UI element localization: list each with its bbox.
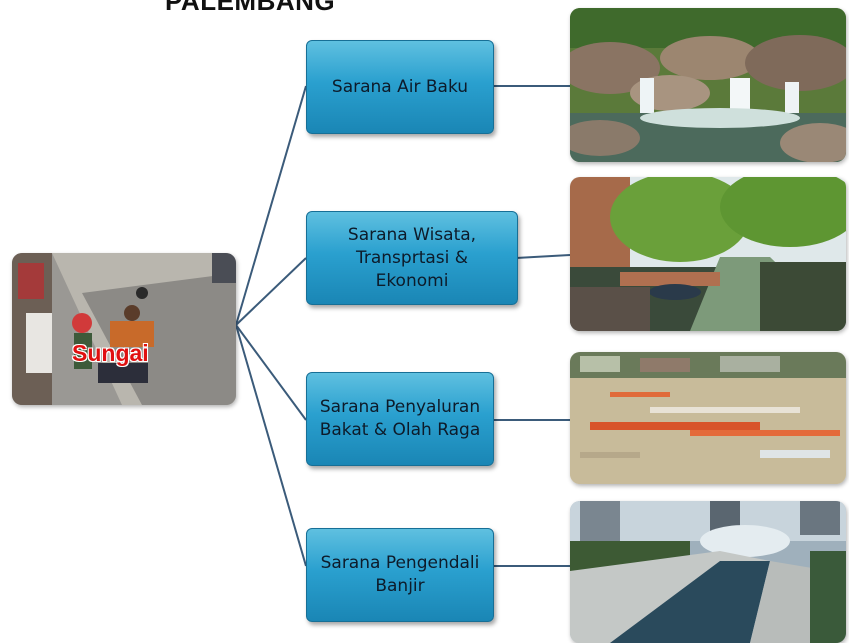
diagram-title: PALEMBANG — [165, 0, 336, 16]
branch-box-olah-raga: Sarana Penyaluran Bakat & Olah Raga — [306, 372, 494, 466]
connector-1 — [235, 85, 307, 326]
branch-label: Sarana Pengendali Banjir — [320, 553, 480, 596]
connector-3 — [235, 324, 307, 421]
branch-label: Sarana Penyaluran Bakat & Olah Raga — [319, 397, 481, 440]
branch-box-air-baku: Sarana Air Baku — [306, 40, 494, 134]
waterfall-photo — [570, 8, 846, 162]
connector-out-2 — [515, 254, 571, 259]
connector-2 — [235, 257, 307, 326]
boat-race-photo — [570, 352, 846, 484]
branch-label: Sarana Wisata, Transprtasi & Ekonomi — [347, 224, 477, 291]
urban-stream-photo — [570, 501, 846, 643]
sungai-photo — [12, 253, 236, 405]
branch-box-wisata: Sarana Wisata, Transprtasi & Ekonomi — [306, 211, 518, 305]
branch-label: Sarana Air Baku — [331, 76, 469, 97]
canal-photo — [570, 177, 846, 331]
branch-box-banjir: Sarana Pengendali Banjir — [306, 528, 494, 622]
connector-4 — [235, 324, 307, 567]
center-label: Sungai — [72, 340, 149, 366]
